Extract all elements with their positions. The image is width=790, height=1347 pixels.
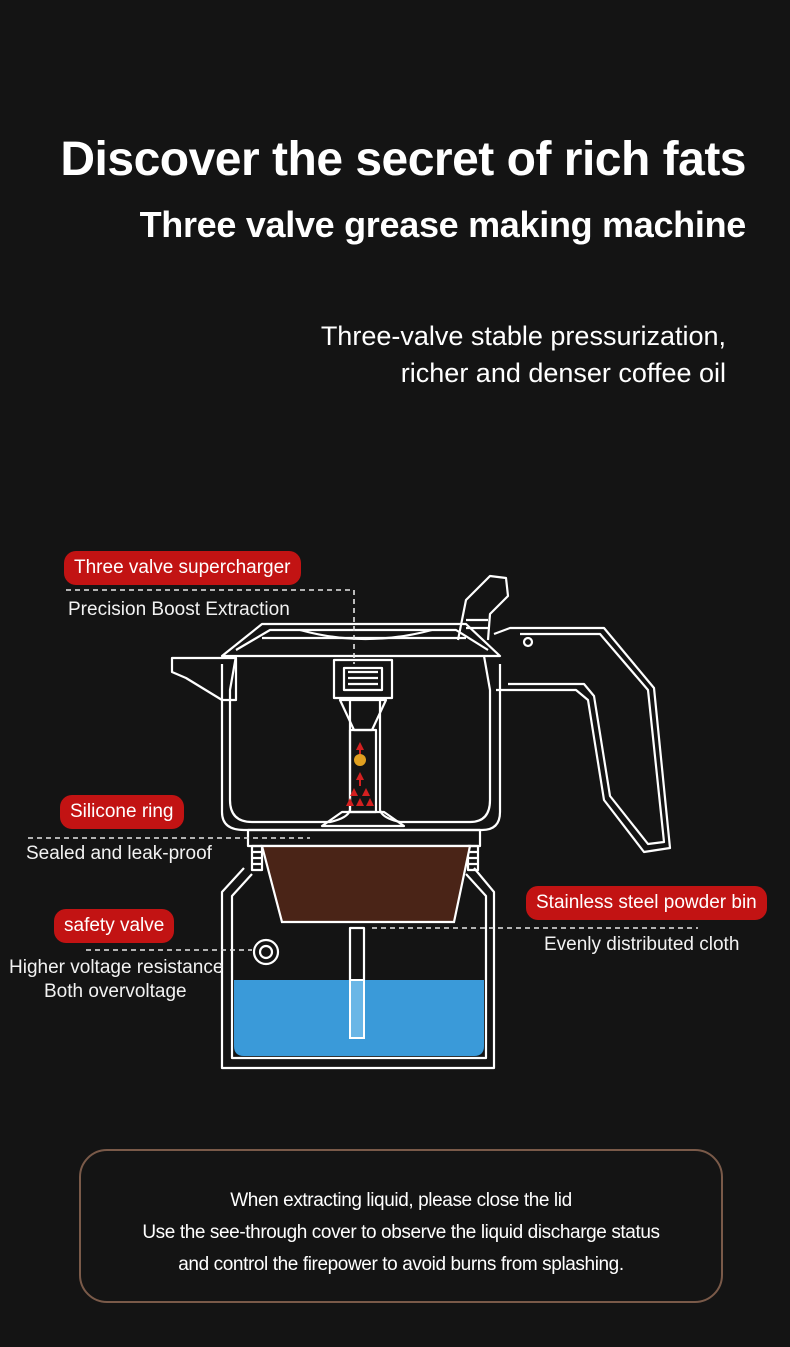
- upper-body: [228, 655, 492, 824]
- leader-supercharger: [66, 589, 355, 664]
- valve-ball: [354, 754, 366, 766]
- badge-safety-valve: safety valve: [54, 909, 175, 943]
- valve-housing: [332, 658, 394, 700]
- tagline: Three-valve stable pressurization, riche…: [321, 318, 726, 392]
- lower-boiler: [220, 867, 496, 1070]
- moka-pot-diagram: [28, 574, 698, 1070]
- usage-notice: When extracting liquid, please close the…: [79, 1149, 723, 1303]
- central-tube: [348, 728, 378, 814]
- collar: [246, 828, 482, 848]
- page-title: Discover the secret of rich fats: [60, 133, 746, 186]
- lid: [220, 622, 502, 658]
- page-subtitle: Three valve grease making machine: [139, 204, 747, 245]
- badge-silicone-ring: Silicone ring: [60, 795, 184, 829]
- lid-knob: [456, 574, 510, 641]
- notice-line-2: Use the see-through cover to observe the…: [142, 1222, 660, 1243]
- flow-arrows: [346, 742, 374, 806]
- note-powder-bin: Evenly distributed cloth: [544, 934, 740, 955]
- tagline-line-1: Three-valve stable pressurization,: [320, 321, 726, 351]
- powder-bin: [260, 844, 472, 924]
- note-supercharger: Precision Boost Extraction: [68, 599, 290, 620]
- safety-valve: [252, 938, 280, 966]
- note-silicone-ring: Sealed and leak-proof: [26, 843, 212, 864]
- badge-supercharger: Three valve supercharger: [64, 551, 301, 585]
- handle: [493, 626, 672, 854]
- notice-line-3: and control the firepower to avoid burns…: [178, 1254, 624, 1275]
- notice-line-1: When extracting liquid, please close the…: [230, 1190, 572, 1211]
- note-safety-valve-2: Both overvoltage: [44, 981, 187, 1002]
- tagline-line-2: richer and denser coffee oil: [400, 358, 726, 388]
- note-safety-valve-1: Higher voltage resistance: [9, 957, 224, 978]
- badge-powder-bin: Stainless steel powder bin: [526, 886, 767, 920]
- spout: [170, 656, 238, 702]
